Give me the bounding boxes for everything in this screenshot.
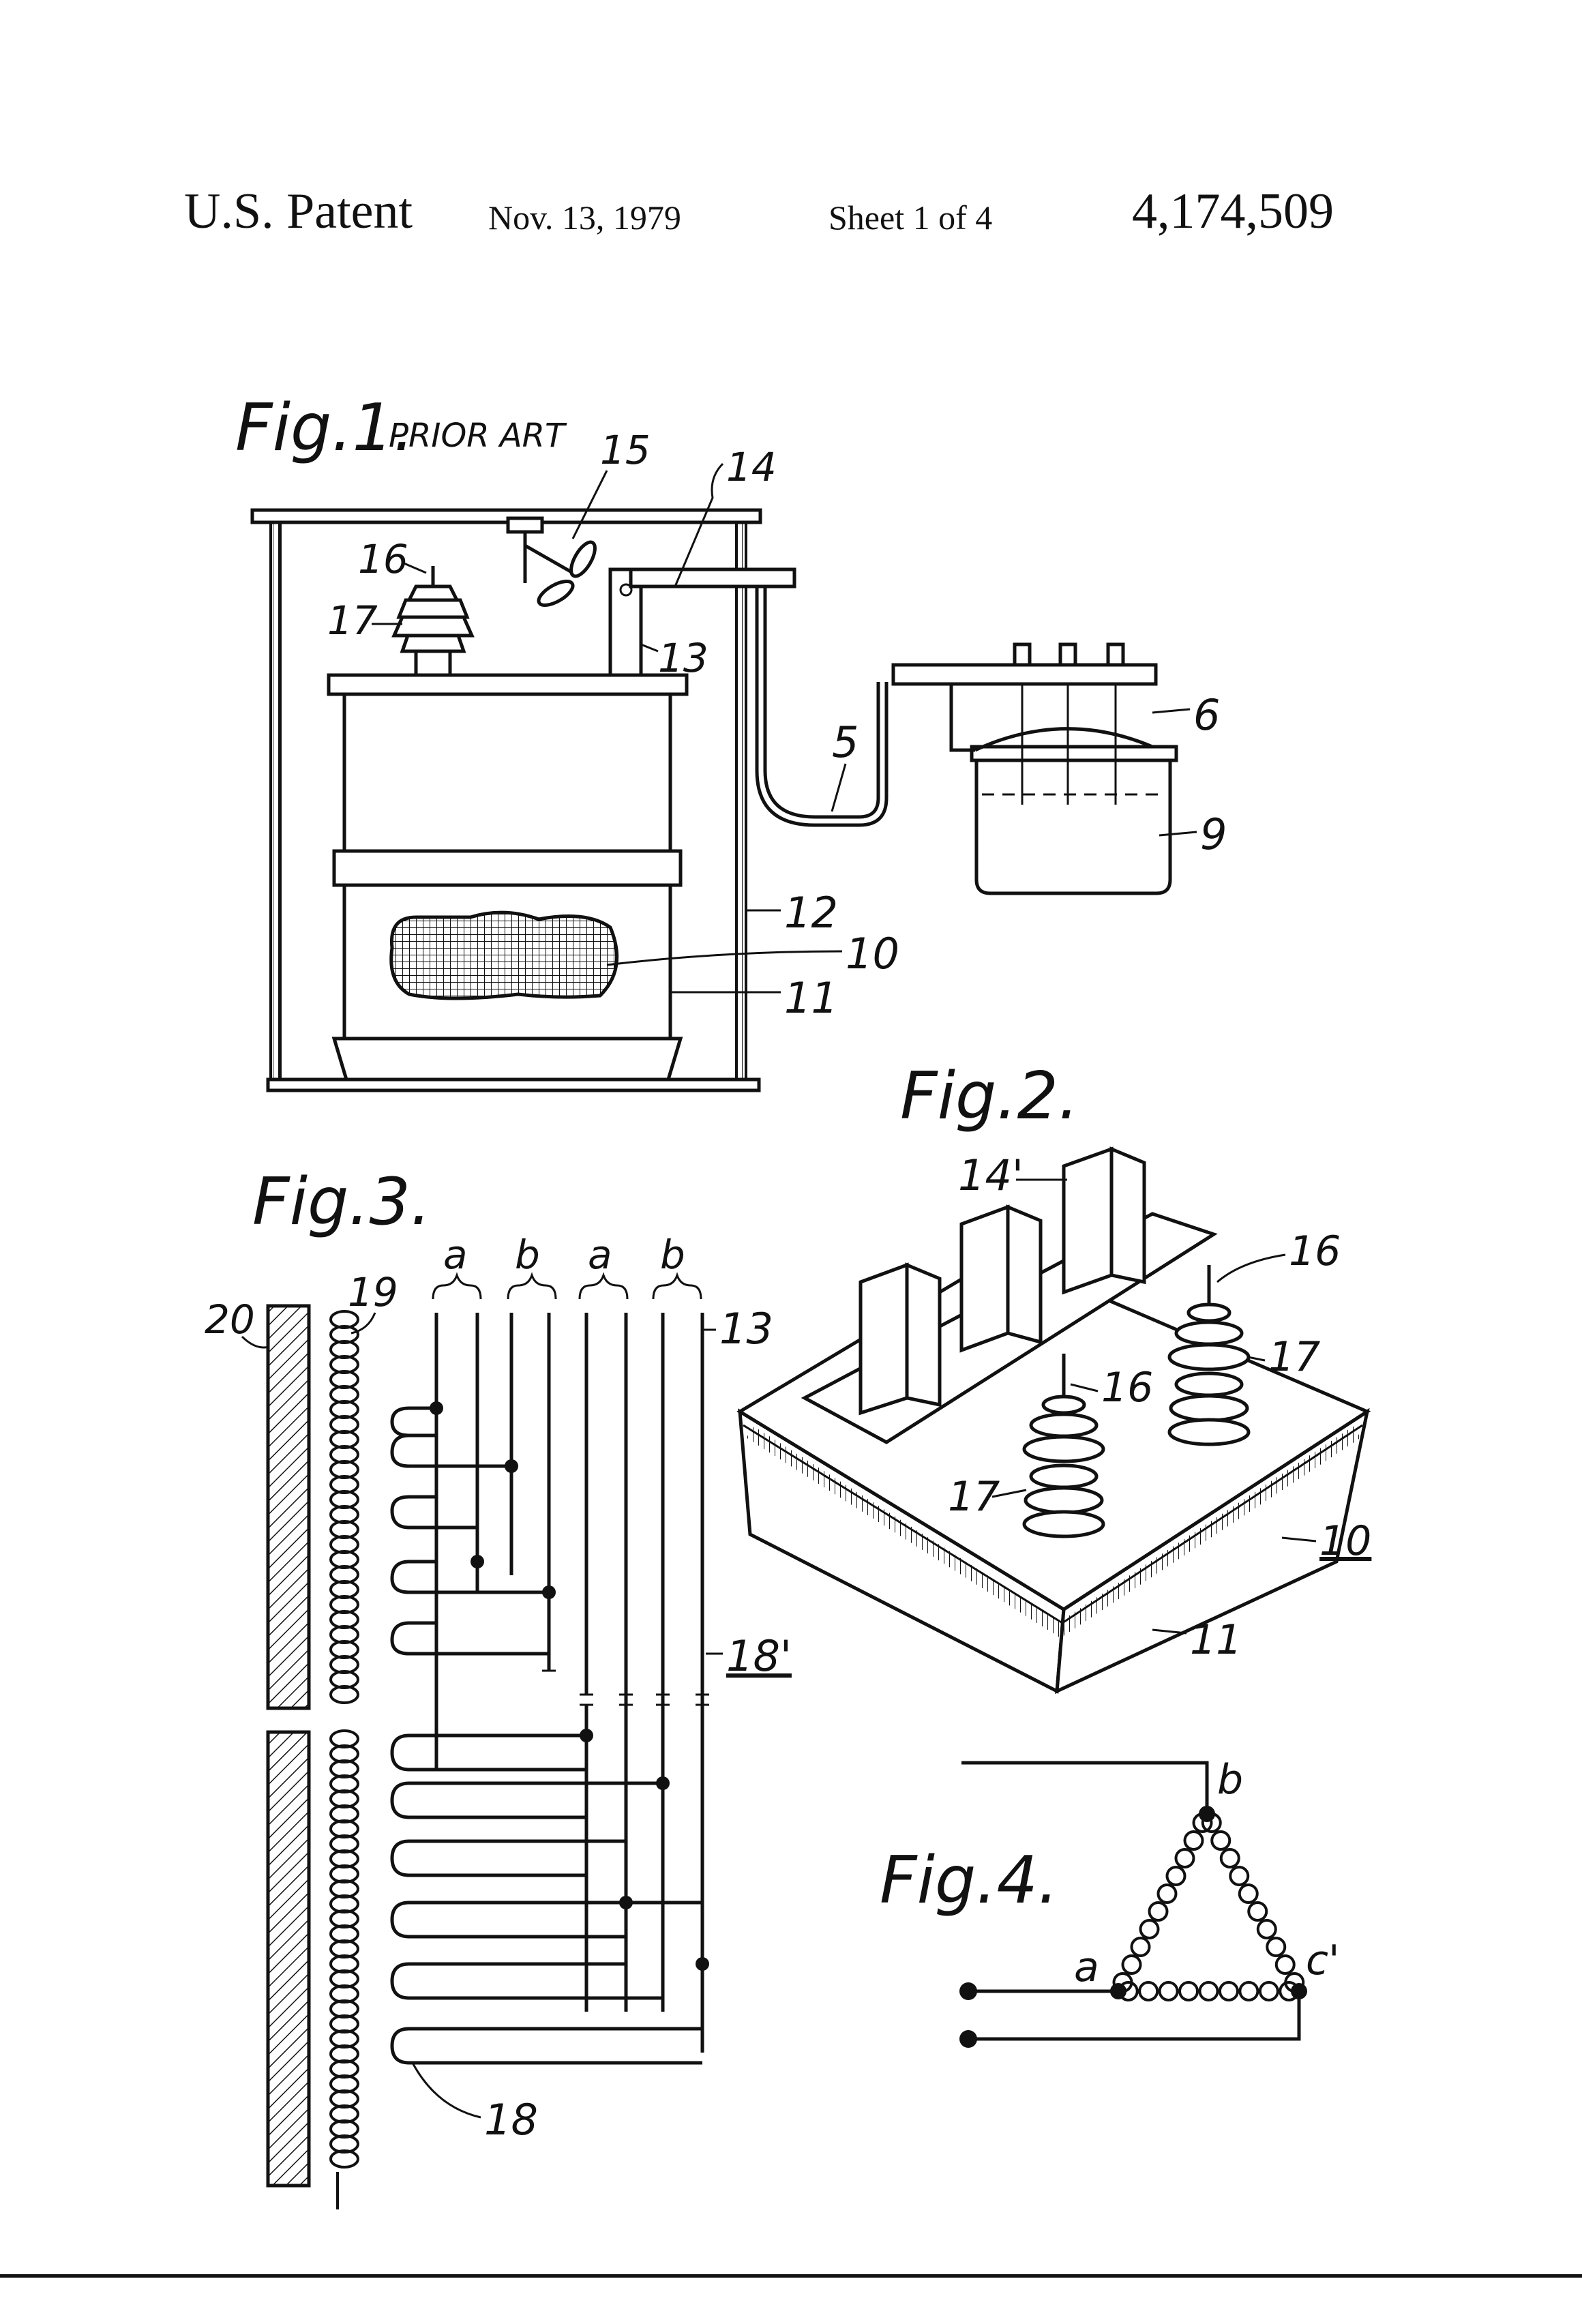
fig2-perspective-tank-top: Fig.2. (736, 1059, 1371, 1695)
patent-title: U.S. Patent (184, 183, 413, 239)
node-c-label: c' (1306, 1937, 1339, 1984)
tank-band (332, 849, 683, 887)
patent-date: Nov. 13, 1979 (488, 198, 681, 237)
switch-handle-15 (506, 516, 597, 607)
fig1-note: PRIOR ART (389, 417, 567, 455)
phase-label-b1: b (515, 1232, 540, 1278)
tapped-winding-18prime-upper (390, 1401, 556, 1672)
fig2-ref-11: 11 (1190, 1616, 1242, 1664)
core-20-lower (266, 1730, 311, 2188)
fig3-ref-20: 20 (205, 1296, 255, 1343)
switch-plate-6 (891, 663, 1158, 686)
phase-label-a2: a (588, 1232, 612, 1278)
oil-vessel-9 (974, 758, 1172, 895)
phase-label-a1: a (443, 1232, 468, 1278)
fig3-ref-13: 13 (719, 1304, 773, 1354)
tank-upper (342, 692, 672, 853)
node-b-label: b (1217, 1756, 1243, 1804)
fig2-ref-17a: 17 (948, 1473, 1000, 1521)
line-to-b (961, 1761, 1209, 1814)
fig1-ref-13: 13 (658, 635, 708, 681)
fig1-caption: Fig.1. (235, 391, 414, 466)
node-a-label: a (1074, 1943, 1099, 1991)
vault-left-wall (269, 521, 282, 1081)
fig3-ref-19: 19 (348, 1269, 398, 1315)
delta-winding-triangle (1112, 1813, 1305, 2001)
fig1-ref-16: 16 (358, 536, 408, 582)
fig3-ref-18prime: 18' (726, 1631, 792, 1681)
fig1-ref-9: 9 (1200, 809, 1227, 859)
fig1-ref-15: 15 (600, 427, 651, 473)
fig1-bushing-16-17 (391, 566, 475, 677)
fig3-ref-18: 18 (484, 2095, 538, 2145)
fig2-ref-10: 10 (1319, 1517, 1371, 1565)
phase-label-b2: b (660, 1232, 685, 1278)
fig2-ref-16b: 16 (1289, 1227, 1341, 1275)
barrier-plate-1 (859, 1262, 909, 1416)
fig1-ref-12: 12 (784, 888, 838, 938)
fig1-prior-art-transformer: Fig.1. PRIOR ART (235, 391, 1227, 1092)
tank-lid (327, 673, 689, 696)
fig1-ref-10: 10 (846, 929, 899, 979)
fig2-caption: Fig.2. (900, 1059, 1079, 1134)
core-cutaway (389, 910, 619, 1000)
core-20-upper (266, 1304, 311, 1710)
fig2-ref-17b: 17 (1268, 1333, 1320, 1381)
fig3-winding-schematic: Fig.3. a b a b (205, 1165, 792, 2209)
barrier-plate-3 (1062, 1146, 1114, 1295)
fig4-delta-connection: Fig.4. b a c' (880, 1756, 1339, 2048)
sheet-indicator: Sheet 1 of 4 (829, 198, 993, 237)
vault-right-wall (735, 521, 747, 1081)
line-from-c (968, 1991, 1301, 2041)
fig2-bushing-rear (1167, 1265, 1251, 1446)
fig1-ref-5: 5 (832, 717, 859, 767)
primary-winding-19 (329, 1310, 359, 2209)
fig1-ref-11: 11 (784, 973, 838, 1023)
support-arm-14 (629, 567, 796, 589)
bottom-rule (0, 2274, 1582, 2278)
bus-break-marks (580, 1693, 709, 1706)
fig3-caption: Fig.3. (252, 1165, 431, 1240)
fig2-ref-14prime: 14' (958, 1150, 1024, 1200)
fig1-ref-14: 14 (726, 444, 777, 490)
fig4-caption: Fig.4. (880, 1843, 1058, 1918)
tapped-winding-18-lower (390, 1729, 709, 2065)
patent-number: 4,174,509 (1132, 183, 1334, 239)
fig1-ref-6: 6 (1193, 690, 1220, 740)
fig1-ref-17: 17 (327, 597, 378, 644)
fig2-bushing-front (1022, 1354, 1105, 1538)
pipe-5 (755, 586, 889, 827)
fig2-ref-16a: 16 (1101, 1364, 1153, 1412)
barrier-plate-2 (959, 1204, 1010, 1353)
tank-base (331, 1037, 683, 1082)
